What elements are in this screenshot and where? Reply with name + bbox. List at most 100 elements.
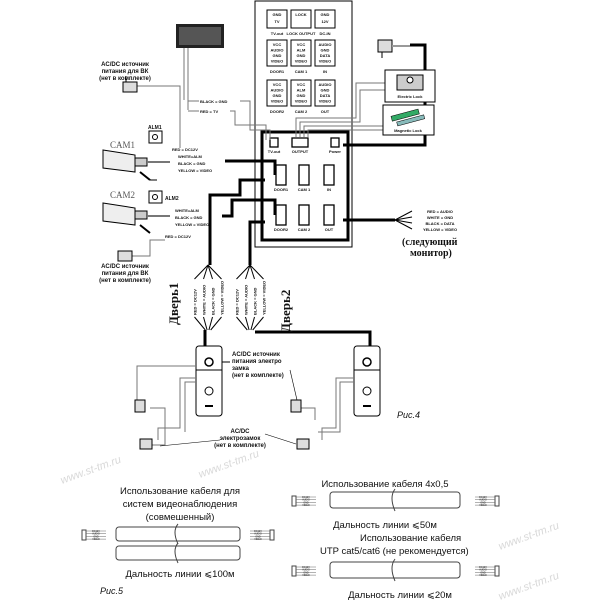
cable-combined-title: Использование кабеля для	[120, 486, 240, 497]
door1-label: Дверь1	[166, 283, 181, 325]
connector-plug	[269, 529, 275, 541]
wire-label: YELLOW = VIDEO	[262, 281, 267, 315]
pin-label: AUDIO	[271, 48, 284, 53]
pin-label: VIDEO	[319, 59, 331, 64]
psu-cam-bottom: питания для ВК	[102, 271, 149, 277]
cam2-wire-label: WHITE=ALM	[175, 208, 200, 213]
pin-box	[266, 39, 288, 67]
cable-4x05-title: Использование кабеля 4x0,5	[321, 479, 448, 490]
pin-box	[290, 9, 312, 29]
wire	[245, 316, 250, 331]
mini-wire-label: VIDEO	[302, 574, 310, 577]
connector-label: CAM 1	[298, 187, 311, 192]
fig5-caption: Рис.5	[100, 586, 124, 596]
wire	[208, 316, 213, 331]
watermark: www.st-tm.ru	[59, 454, 123, 487]
cable-sheath	[115, 545, 241, 561]
cable-sheath	[115, 526, 241, 542]
psu-cam-bottom: AC/DC источник	[101, 264, 149, 270]
cam2-label: CAM2	[110, 190, 135, 200]
cable-utp-title: UTP cat5/cat6 (не рекомендуется)	[320, 546, 469, 557]
cable-combined-title: (совмешенный)	[146, 512, 215, 523]
wire	[207, 264, 222, 280]
pin-label: GND	[273, 53, 282, 58]
pin-label: GND	[321, 12, 330, 17]
mini-wire-label: DC12V	[479, 566, 487, 569]
connector-door2	[275, 204, 287, 226]
lock-label: электрозамок	[220, 436, 261, 442]
cam1-wire-label: RED = DC12V	[172, 147, 198, 152]
mini-wire-label: GND	[93, 535, 99, 538]
pin-box	[266, 9, 288, 29]
mini-wire-label: AUDIO	[254, 533, 262, 536]
wire	[249, 264, 264, 280]
mini-wire-label: AUDIO	[479, 569, 487, 572]
pin-label: VCC	[297, 82, 306, 87]
connector-plug	[291, 565, 297, 577]
port-label: LOCK OUTPUT	[287, 31, 316, 36]
cam2-wire-label: BLACK = GND	[175, 215, 203, 220]
wire-label: WHITE = AUDIO	[244, 285, 249, 315]
door2-cable	[248, 220, 265, 265]
psu-adapter-icon	[122, 76, 138, 93]
wire-label: YELLOW = VIDEO	[220, 281, 225, 315]
mini-wire-label: DC12V	[479, 496, 487, 499]
cam1-wire-label: WHITE=ALM	[178, 154, 203, 159]
cam1-wire-label: YELLOW = VIDEO	[178, 168, 212, 173]
port-label: CAM 2	[295, 109, 308, 114]
wire	[210, 316, 222, 331]
pin-label: ALM	[297, 88, 306, 93]
door-panel-1	[195, 345, 223, 417]
connector-cam2	[298, 204, 310, 226]
connector-cam1	[298, 164, 310, 186]
electric-lock-label: Electric Lock	[398, 94, 424, 99]
wire	[207, 264, 213, 280]
watermark: www.st-tm.ru	[497, 570, 561, 600]
wire-label: WHITE = AUDIO	[202, 285, 207, 315]
pin-label: VIDEO	[295, 59, 307, 64]
psu-adapter-icon	[117, 250, 133, 262]
mini-wire-label: AUDIO	[479, 499, 487, 502]
cable-combined-range: Дальность линии ⩽100м	[125, 569, 234, 580]
lock-psu-label: AC/DC источник	[232, 352, 280, 358]
lock-psu-label: замка	[232, 366, 250, 372]
mini-wire-label: VIDEO	[479, 574, 487, 577]
connector-label: OUTPUT	[292, 149, 309, 154]
pin-label: DATA	[320, 93, 331, 98]
mini-wire-label: VIDEO	[302, 504, 310, 507]
mini-wire-label: AUDIO	[302, 499, 310, 502]
connector-out	[323, 204, 335, 226]
cable-utp-title: Использование кабеля	[360, 533, 461, 544]
port-label: CAM 1	[295, 69, 308, 74]
mini-wire-label: GND	[303, 501, 309, 504]
port-label: DC-IN	[319, 31, 330, 36]
wire	[203, 264, 209, 280]
wire-label: RED = DC12V	[193, 289, 198, 315]
mini-wire-label: GND	[480, 501, 486, 504]
psu-adapter-icon	[134, 399, 146, 413]
connector-label: DOOR2	[274, 227, 289, 232]
mini-wire-label: VIDEO	[92, 538, 100, 541]
port-label: DOOR1	[270, 69, 285, 74]
cable-break	[174, 523, 179, 545]
alm2-label: ALM2	[165, 196, 179, 202]
pin-box	[266, 79, 288, 107]
psu-cam-top: (нет в комплекте)	[99, 76, 151, 82]
connector-plug	[291, 495, 297, 507]
cable-4x05-range: Дальность линии ⩽50м	[333, 520, 437, 531]
mini-wire-label: GND	[480, 571, 486, 574]
pin-label: LOCK	[295, 12, 306, 17]
cam1-wire-label: BLACK = GND	[178, 161, 206, 166]
pin-label: AUDIO	[271, 88, 284, 93]
wire	[252, 316, 264, 331]
wire	[394, 216, 413, 221]
wire	[394, 210, 413, 221]
connector-plug	[81, 529, 87, 541]
mini-wire-label: AUDIO	[92, 533, 100, 536]
cable-break	[391, 558, 396, 582]
pin-label: GND	[273, 93, 282, 98]
psu-adapter-icon	[290, 399, 302, 413]
connector-plug	[494, 565, 500, 577]
